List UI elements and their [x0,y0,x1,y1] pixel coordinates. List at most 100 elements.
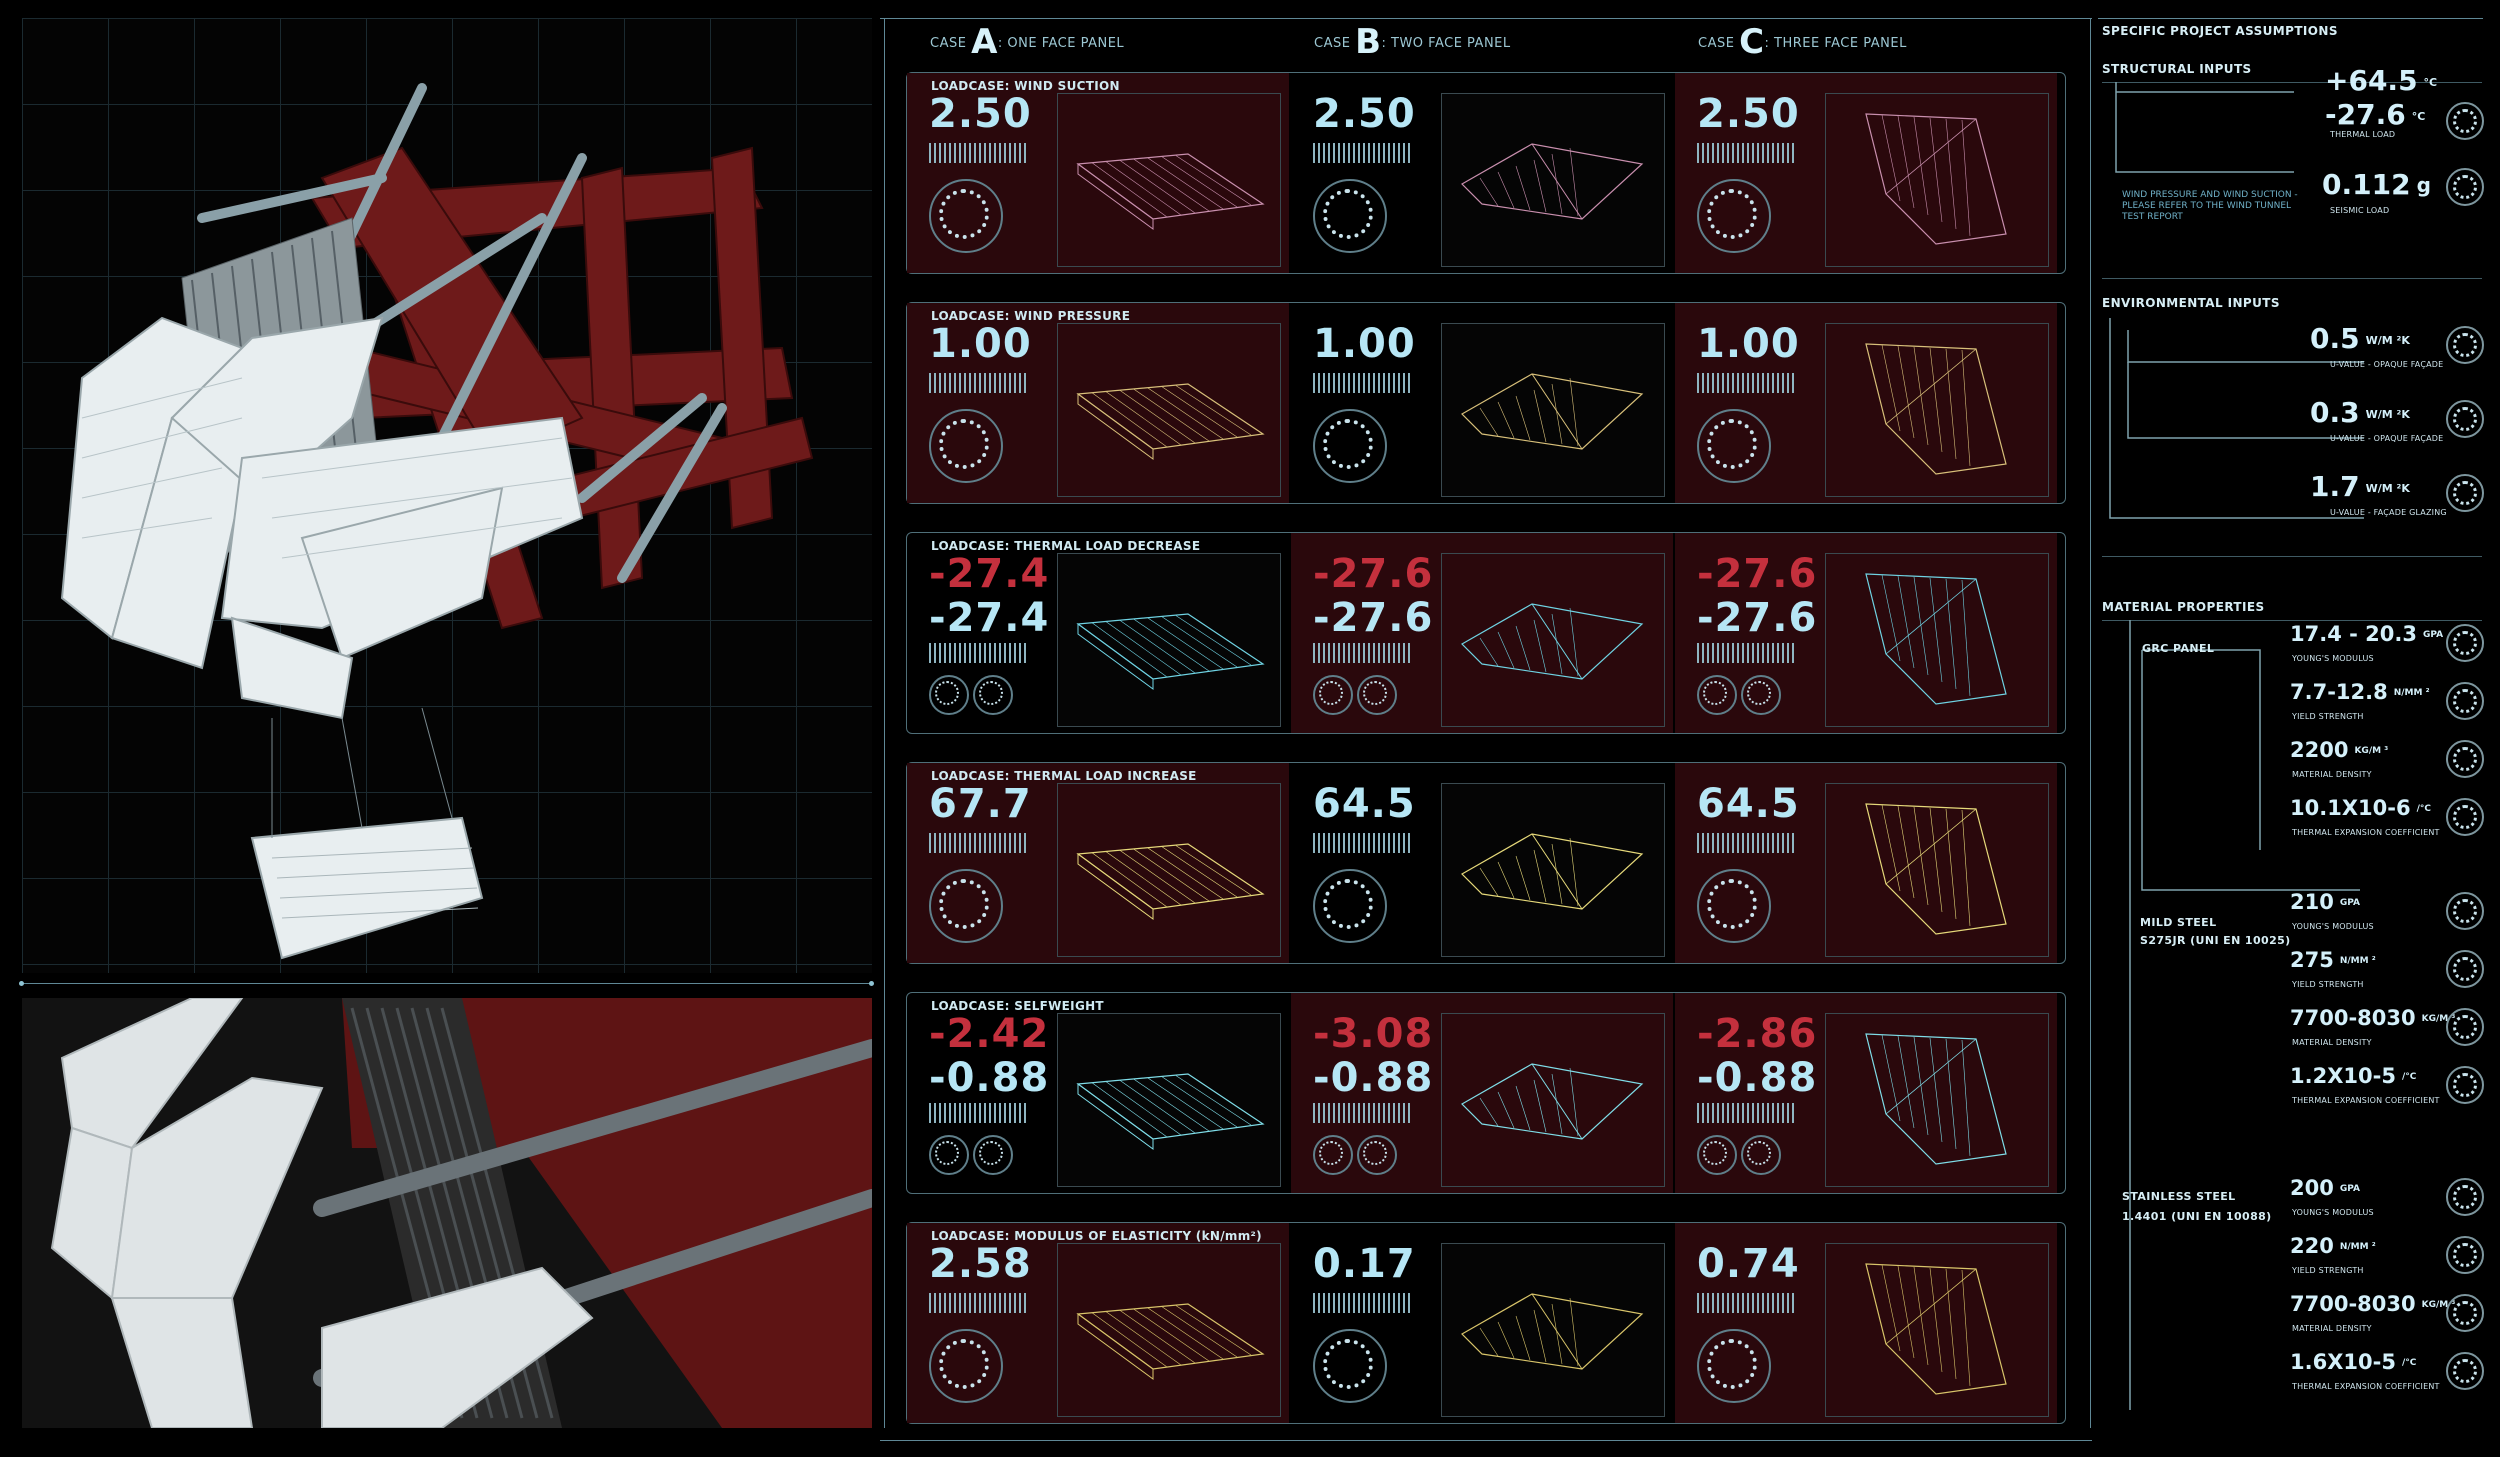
loadcase-cell: 1.00 [1675,303,2057,503]
loadcase-value: 0.74 [1697,1241,1800,1287]
dial-icon [929,179,1003,253]
thermal-high-value: +64.5°C [2325,64,2438,97]
panel-mesh-illustration [1441,783,1665,957]
dial-icon [1697,869,1771,943]
level-bars [929,1103,1029,1123]
material-gauge-icon [2446,1294,2484,1332]
loadcase-title: LOADCASE: WIND SUCTION [931,79,1120,93]
loadcase-value: -27.4 [929,551,1050,597]
mild-steel-title: MILD STEEL [2140,916,2217,929]
level-bars [1313,1293,1413,1313]
loadcase-cell: 0.17 [1291,1223,1673,1423]
loadcase-title: LOADCASE: THERMAL LOAD DECREASE [931,539,1201,553]
material-label: MATERIAL DENSITY [2292,1038,2372,1047]
material-value: 10.1X10-6/°C [2290,796,2431,820]
loadcase-value: 1.00 [929,321,1032,367]
level-bars [1313,1103,1413,1123]
environmental-gauge-icon [2446,474,2484,512]
loadcase-value: -3.08 [1313,1011,1434,1057]
level-bars [1697,1103,1797,1123]
dial-icon [1357,675,1397,715]
loadcase-value: 2.50 [1313,91,1416,137]
material-gauge-icon [2446,1178,2484,1216]
loadcase-cell: 64.5 [1675,763,2057,963]
panel-mesh-illustration [1825,323,2049,497]
loadcase-value: 2.50 [929,91,1032,137]
level-bars [929,373,1029,393]
material-connector-lines [2129,620,2360,1410]
level-bars [1313,833,1413,853]
panel-mesh-illustration [1057,553,1281,727]
level-bars [1697,143,1797,163]
panel-mesh-illustration [1825,1243,2049,1417]
divider [2102,278,2482,279]
level-bars [1313,143,1413,163]
loadcase-value: -2.42 [929,1011,1050,1057]
loadcase-cell: 64.5 [1291,763,1673,963]
level-bars [1313,373,1413,393]
seismic-label: SEISMIC LOAD [2330,206,2390,215]
material-value: 1.6X10-5/°C [2290,1350,2417,1374]
left-separator [884,18,885,1428]
facade-detail-render-illustration [22,998,872,1428]
case-c-header: CASE C: THREE FACE PANEL [1698,22,1907,62]
divider [2102,620,2482,621]
loadcase-cell: 2.50 [1675,73,2057,273]
panel-mesh-illustration [1441,323,1665,497]
dial-icon [929,675,969,715]
dial-icon [1697,1135,1737,1175]
loadcase-cell: 1.00 [1291,303,1673,503]
loadcase-title: LOADCASE: THERMAL LOAD INCREASE [931,769,1197,783]
panel-mesh-illustration [1057,93,1281,267]
loadcase-value: -27.4 [929,595,1050,641]
material-label: YIELD STRENGTH [2292,1266,2364,1275]
environmental-label: U-VALUE - OPAQUE FAÇADE [2330,360,2444,369]
assumptions-header: SPECIFIC PROJECT ASSUMPTIONS [2102,24,2338,38]
divider [22,983,872,984]
loadcase-cell: 2.58 [907,1223,1289,1423]
panel-mesh-illustration [1057,1243,1281,1417]
right-top-rule [2098,18,2483,19]
loadcase-value: 64.5 [1697,781,1800,827]
loadcase-title: LOADCASE: WIND PRESSURE [931,309,1131,323]
material-label: YOUNG'S MODULUS [2292,1208,2374,1217]
material-gauge-icon [2446,892,2484,930]
dial-icon [1313,409,1387,483]
loadcase-cell: -3.08-0.88 [1291,993,1673,1193]
panel-mesh-illustration [1057,1013,1281,1187]
panel-mesh-illustration [1441,1013,1665,1187]
panel-mesh-illustration [1441,1243,1665,1417]
loadcase-title: LOADCASE: SELFWEIGHT [931,999,1104,1013]
loadcase-value: 2.58 [929,1241,1032,1287]
loadcase-value: 0.17 [1313,1241,1416,1287]
panel-mesh-illustration [1825,783,2049,957]
material-properties-title: MATERIAL PROPERTIES [2102,600,2265,614]
loadcase-value: -0.88 [1313,1055,1434,1101]
divider-node [19,981,24,986]
dial-icon [929,409,1003,483]
level-bars [929,643,1029,663]
material-label: THERMAL EXPANSION COEFFICIENT [2292,1096,2440,1105]
loadcase-value: -27.6 [1697,595,1818,641]
grc-panel-title: GRC PANEL [2142,642,2215,655]
environmental-connector-lines [2109,318,2364,519]
material-label: MATERIAL DENSITY [2292,1324,2372,1333]
panel-mesh-illustration [1057,783,1281,957]
dial-icon [1313,179,1387,253]
material-gauge-icon [2446,950,2484,988]
material-label: YIELD STRENGTH [2292,980,2364,989]
panel-mesh-illustration [1825,1013,2049,1187]
wind-note: WIND PRESSURE AND WIND SUCTION -PLEASE R… [2122,190,2298,222]
level-bars [929,143,1029,163]
dial-icon [1741,1135,1781,1175]
level-bars [929,833,1029,853]
